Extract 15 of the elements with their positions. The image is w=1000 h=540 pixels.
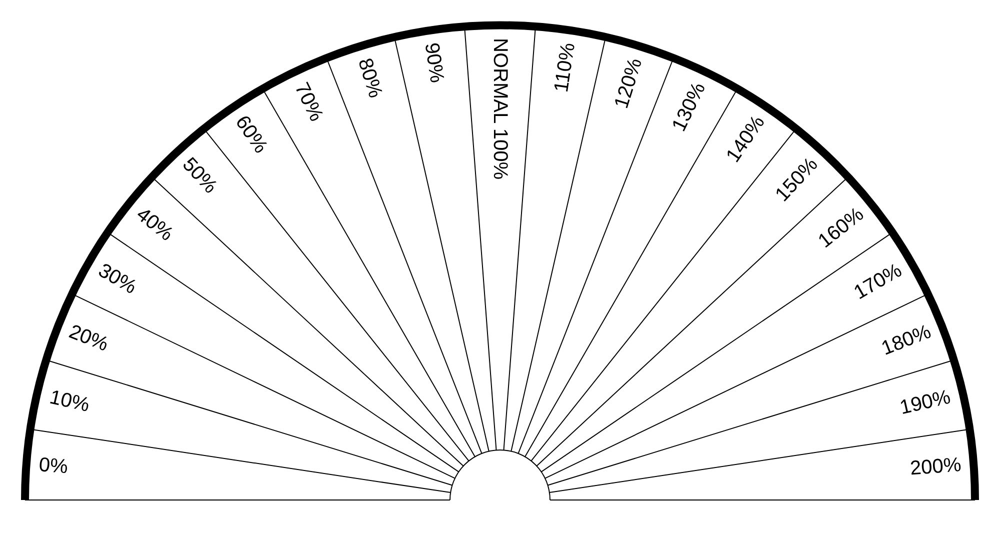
percent-label: 180% [878, 320, 934, 362]
percent-label: NORMAL 100% [488, 38, 512, 180]
percent-label: 70% [288, 78, 328, 126]
percent-label: 90% [419, 41, 449, 85]
percent-label: 20% [66, 320, 112, 357]
percent-label: 200% [908, 454, 962, 482]
percent-label: 40% [131, 202, 178, 246]
percent-label: 10% [46, 386, 92, 418]
percent-label: 120% [610, 54, 648, 111]
percent-label: 0% [38, 454, 69, 480]
percent-label: 80% [352, 54, 388, 100]
percent-label: 130% [667, 78, 712, 136]
percent-label: 190% [898, 386, 954, 420]
percent-label: 110% [550, 41, 581, 94]
percent-label: 30% [94, 258, 141, 300]
